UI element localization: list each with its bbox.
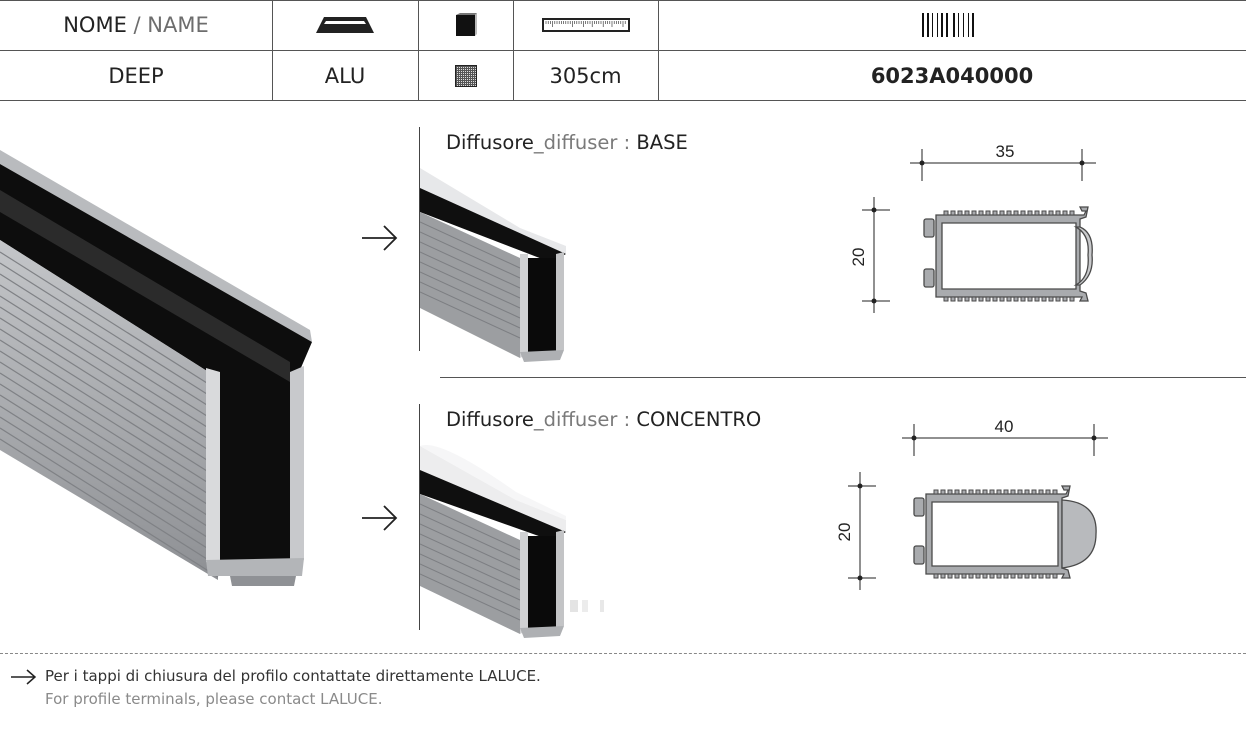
diffuser-label-it: Diffusore	[446, 408, 534, 431]
diffuser-type: BASE	[636, 131, 688, 154]
footer-note-en: For profile terminals, please contact LA…	[45, 690, 383, 708]
section-divider-vertical	[419, 127, 420, 351]
table-row-divider	[0, 50, 1246, 51]
table-border-top	[0, 0, 1246, 1]
spec-table: NOME / NAME DEEP ALU	[0, 0, 1246, 101]
section-divider-vertical	[419, 404, 420, 630]
diffuser-concentro-section-drawing: 40 20	[835, 417, 1108, 590]
concentro-width-dim: 40	[995, 417, 1014, 436]
diffuser-label-sep: _	[533, 408, 544, 431]
profile-3d-image	[0, 150, 312, 586]
arrow-right-icon	[362, 505, 398, 531]
diffuser-type: CONCENTRO	[636, 408, 762, 431]
table-col-divider	[513, 0, 514, 101]
table-col-divider	[658, 0, 659, 101]
table-border-bottom	[0, 100, 1246, 101]
diffuser-base-title: Diffusore_diffuser : BASE	[446, 131, 688, 154]
barcode-icon	[658, 0, 1246, 50]
concentro-height-dim: 20	[835, 523, 854, 542]
diffuser-base-3d-image	[420, 168, 566, 362]
profile-shape-icon	[272, 0, 418, 50]
name-label-it: NOME	[63, 13, 127, 37]
diffuser-concentro-3d-image	[420, 444, 604, 638]
diffuser-label-it: Diffusore	[446, 131, 534, 154]
product-material: ALU	[324, 63, 366, 88]
arrow-right-icon	[362, 225, 398, 251]
length-ruler-icon	[513, 0, 658, 50]
name-label-sep: /	[126, 13, 148, 37]
diffuser-label-sep: _	[533, 131, 544, 154]
diffuser-concentro-title: Diffusore_diffuser : CONCENTRO	[446, 408, 761, 431]
arrow-right-icon	[11, 669, 37, 685]
name-column-header: NOME / NAME	[0, 0, 272, 50]
product-code: 6023A040000	[870, 63, 1034, 88]
diffuser-label-suffix: :	[617, 408, 637, 431]
section-divider-horizontal	[440, 377, 1246, 378]
table-col-divider	[272, 0, 273, 101]
diffuser-base-section-drawing: 35 20	[849, 142, 1096, 313]
diffuser-label-en: diffuser	[543, 131, 618, 154]
base-width-dim: 35	[996, 142, 1015, 161]
name-label-en: NAME	[147, 13, 209, 37]
table-col-divider	[418, 0, 419, 101]
product-name: DEEP	[108, 63, 164, 88]
finish-swatch-icon	[418, 0, 513, 50]
diffuser-label-suffix: :	[617, 131, 637, 154]
product-length: 305cm	[549, 63, 622, 88]
diffuser-label-en: diffuser	[543, 408, 618, 431]
anodized-pattern-icon	[418, 51, 513, 100]
footer-divider-dashed	[0, 653, 1246, 654]
footer-note-it: Per i tappi di chiusura del profilo cont…	[45, 667, 541, 685]
base-height-dim: 20	[849, 248, 868, 267]
